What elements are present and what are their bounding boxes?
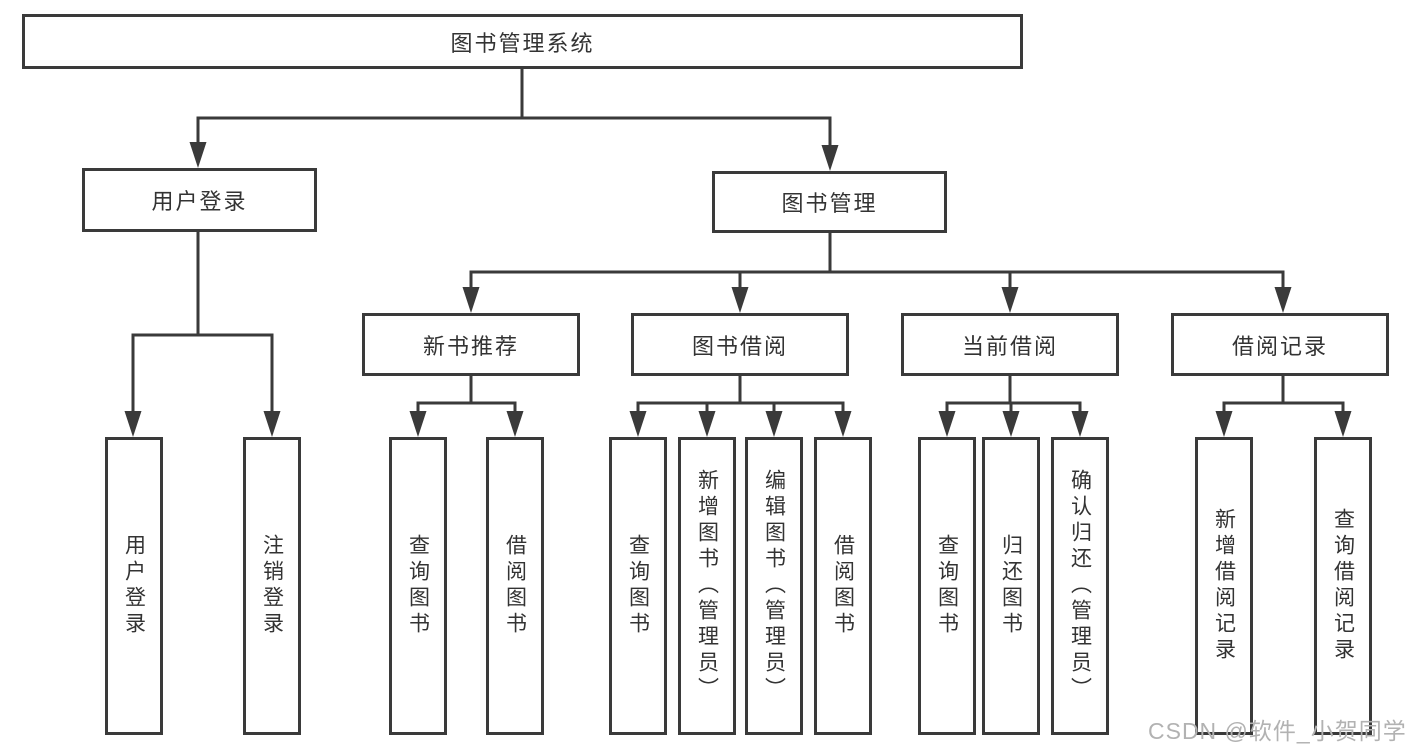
node-root-system: 图书管理系统 <box>22 14 1023 69</box>
node-book-borrow-label: 图书借阅 <box>691 333 788 359</box>
csdn-watermark: CSDN @软件_小贺同学 <box>1148 718 1405 744</box>
leaf-newbook-query: 查询图书 <box>389 437 447 735</box>
edge-userlogin-to-leaves <box>124 232 281 437</box>
leaf-logout: 注销登录 <box>243 437 301 735</box>
node-current-borrow-label: 当前借阅 <box>961 333 1058 359</box>
leaf-record-query-label: 查询借阅记录 <box>1331 508 1355 664</box>
leaf-borrow-borrow-label: 借阅图书 <box>831 534 855 638</box>
leaf-borrow-add-admin: 新增图书（管理员） <box>678 437 736 735</box>
leaf-newbook-query-label: 查询图书 <box>406 534 430 638</box>
node-book-management-label: 图书管理 <box>781 191 878 216</box>
edge-bookborrow-to-leaves <box>629 376 852 437</box>
edge-newbook-to-leaves <box>409 376 524 437</box>
node-borrow-records-label: 借阅记录 <box>1231 333 1328 359</box>
node-new-book-recommend: 新书推荐 <box>362 313 580 376</box>
leaf-current-return-label: 归还图书 <box>999 534 1023 638</box>
leaf-current-query: 查询图书 <box>918 437 976 735</box>
leaf-borrow-add-admin-label: 新增图书（管理员） <box>695 469 719 703</box>
edge-bookmgmt-to-level2 <box>462 233 1292 313</box>
leaf-record-query: 查询借阅记录 <box>1314 437 1372 735</box>
leaf-current-query-label: 查询图书 <box>935 534 959 638</box>
leaf-borrow-query: 查询图书 <box>609 437 667 735</box>
leaf-record-add-label: 新增借阅记录 <box>1212 508 1236 664</box>
leaf-borrow-query-label: 查询图书 <box>626 534 650 638</box>
edge-root-to-level1 <box>189 69 839 171</box>
node-borrow-records: 借阅记录 <box>1171 313 1389 376</box>
edge-currentborrow-to-leaves <box>938 376 1089 437</box>
leaf-user-login-label: 用户登录 <box>122 534 146 638</box>
leaf-record-add: 新增借阅记录 <box>1195 437 1253 735</box>
node-new-book-recommend-label: 新书推荐 <box>422 333 519 359</box>
leaf-user-login: 用户登录 <box>105 437 163 735</box>
leaf-logout-label: 注销登录 <box>260 534 284 638</box>
leaf-borrow-borrow: 借阅图书 <box>814 437 872 735</box>
leaf-newbook-borrow: 借阅图书 <box>486 437 544 735</box>
leaf-newbook-borrow-label: 借阅图书 <box>503 534 527 638</box>
node-user-login: 用户登录 <box>82 168 317 232</box>
node-current-borrow: 当前借阅 <box>901 313 1119 376</box>
leaf-current-confirm-admin-label: 确认归还（管理员） <box>1068 469 1092 703</box>
edge-borrowrecords-to-leaves <box>1215 376 1352 437</box>
leaf-current-return: 归还图书 <box>982 437 1040 735</box>
node-root-label: 图书管理系统 <box>450 30 595 56</box>
node-book-management: 图书管理 <box>712 171 947 233</box>
leaf-current-confirm-admin: 确认归还（管理员） <box>1051 437 1109 735</box>
node-book-borrow: 图书借阅 <box>631 313 849 376</box>
node-user-login-label: 用户登录 <box>151 189 248 214</box>
leaf-borrow-edit-admin: 编辑图书（管理员） <box>745 437 803 735</box>
leaf-borrow-edit-admin-label: 编辑图书（管理员） <box>762 469 786 703</box>
